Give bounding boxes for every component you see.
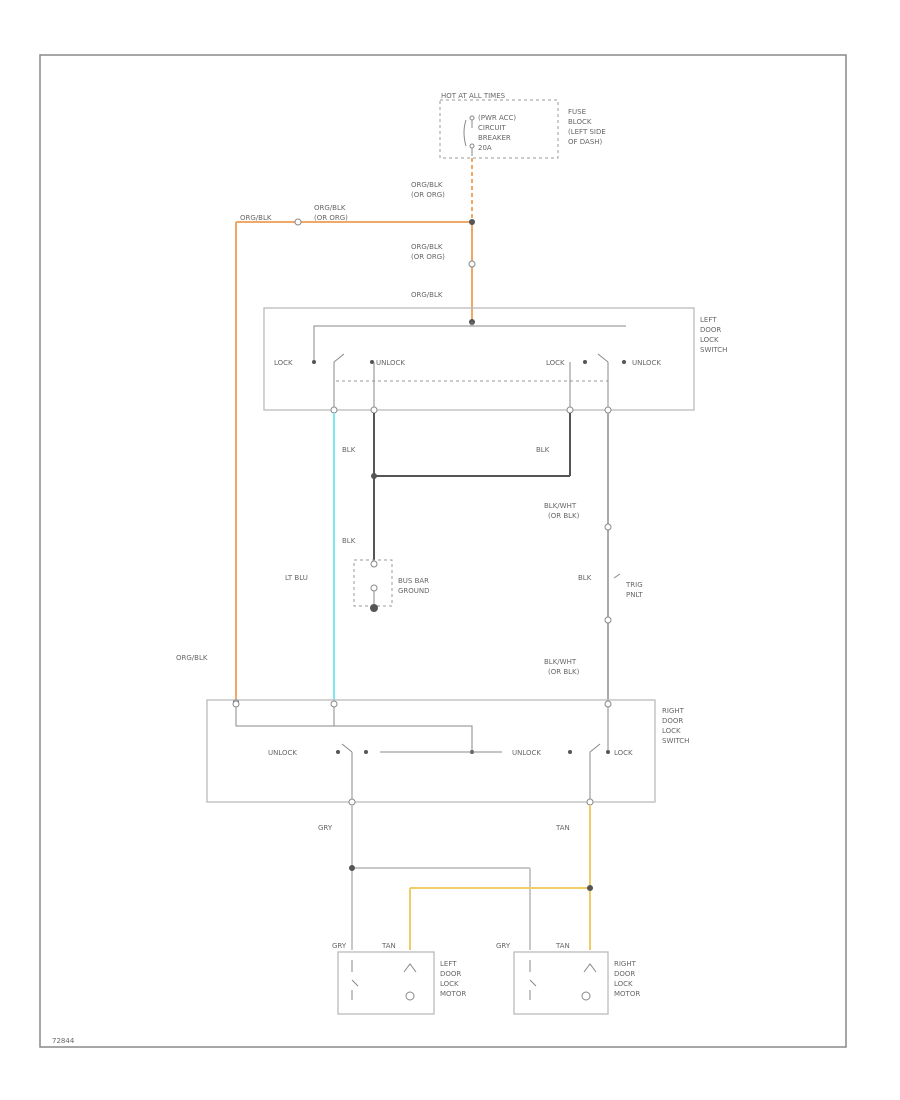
- fuse-location-1: FUSE: [568, 108, 586, 116]
- motor-right-tan: TAN: [555, 942, 570, 950]
- breaker-line-4: 20A: [478, 144, 492, 152]
- wire-label-ororg-1: (OR ORG): [411, 191, 445, 199]
- wire-label-orgblk-2: ORG/BLK: [314, 204, 346, 212]
- right-door-lock-switch: [206, 699, 656, 803]
- wire-label-blkwht-2: BLK/WHT: [544, 658, 577, 666]
- left-motor-label-3: LOCK: [440, 980, 459, 988]
- left-motor-label-4: MOTOR: [440, 990, 466, 998]
- right-switch-lock-label: LOCK: [614, 749, 633, 757]
- right-motor-label-2: DOOR: [614, 970, 635, 978]
- right-switch-label-1: RIGHT: [662, 707, 685, 715]
- right-switch-unlock-label-2: UNLOCK: [512, 749, 541, 757]
- black-ground-wires: [353, 413, 571, 612]
- left-switch-unlock-label-2: UNLOCK: [632, 359, 661, 367]
- left-switch-lock-label-2: LOCK: [546, 359, 565, 367]
- wire-label-orblk-1: (OR BLK): [548, 512, 580, 520]
- wire-label-gry: GRY: [318, 824, 333, 832]
- left-switch-unlock-label: UNLOCK: [376, 359, 405, 367]
- wire-label-blk-3: BLK: [342, 537, 356, 545]
- ground-label-1: BUS BAR: [398, 577, 429, 585]
- fuse-location-3: (LEFT SIDE: [568, 128, 606, 136]
- diagram-id: 72844: [52, 1037, 75, 1045]
- left-switch-label-4: SWITCH: [700, 346, 727, 354]
- right-door-lock-motor: [513, 951, 609, 1015]
- left-switch-label-3: LOCK: [700, 336, 719, 344]
- motor-right-gry: GRY: [496, 942, 511, 950]
- left-motor-label-2: DOOR: [440, 970, 461, 978]
- wire-label-ltblu: LT BLU: [285, 574, 308, 582]
- wire-label-orblk-2: (OR BLK): [548, 668, 580, 676]
- tailgate-label-1: TRIG: [625, 581, 643, 589]
- breaker-line-1: (PWR ACC): [478, 114, 516, 122]
- wire-label-orgblk-6: ORG/BLK: [176, 654, 208, 662]
- wire-label-blk-4: BLK: [578, 574, 592, 582]
- motor-left-tan: TAN: [381, 942, 396, 950]
- diagram-frame: [39, 54, 847, 1048]
- right-motor-label-4: MOTOR: [614, 990, 640, 998]
- tailgate-label-2: PNLT: [626, 591, 643, 599]
- right-switch-label-4: SWITCH: [662, 737, 689, 745]
- wire-label-blkwht-1: BLK/WHT: [544, 502, 577, 510]
- motor-left-gry: GRY: [332, 942, 347, 950]
- left-switch-label-2: DOOR: [700, 326, 721, 334]
- left-door-lock-switch: [263, 307, 695, 411]
- fuse-location-2: BLOCK: [568, 118, 592, 126]
- right-switch-label-3: LOCK: [662, 727, 681, 735]
- left-switch-label-1: LEFT: [700, 316, 717, 324]
- breaker-line-3: BREAKER: [478, 134, 511, 142]
- wire-label-orgblk-5: ORG/BLK: [411, 291, 443, 299]
- breaker-line-2: CIRCUIT: [478, 124, 507, 132]
- left-switch-lock-label: LOCK: [274, 359, 293, 367]
- orange-feed-wires: [233, 158, 476, 705]
- wire-label-ororg-2: (OR ORG): [314, 214, 348, 222]
- blk-wht-wire: [604, 413, 621, 702]
- wire-label-ororg-4: (OR ORG): [411, 253, 445, 261]
- fuse-location-4: OF DASH): [568, 138, 603, 146]
- wire-label-tan: TAN: [555, 824, 570, 832]
- wire-label-orgblk-1: ORG/BLK: [411, 181, 443, 189]
- left-door-lock-motor: [337, 951, 435, 1015]
- wire-label-blk-1: BLK: [342, 446, 356, 454]
- wire-label-blk-2: BLK: [536, 446, 550, 454]
- left-motor-label-1: LEFT: [440, 960, 457, 968]
- wire-label-orgblk-3: ORG/BLK: [240, 214, 272, 222]
- motor-wires: [349, 805, 593, 950]
- hot-at-all-times-label: HOT AT ALL TIMES: [441, 92, 506, 100]
- wire-label-orgblk-4: ORG/BLK: [411, 243, 443, 251]
- ground-label-2: GROUND: [398, 587, 430, 595]
- right-switch-unlock-label: UNLOCK: [268, 749, 297, 757]
- right-motor-label-3: LOCK: [614, 980, 633, 988]
- right-switch-label-2: DOOR: [662, 717, 683, 725]
- fuse-block: HOT AT ALL TIMES (PWR ACC) CIRCUIT BREAK…: [439, 92, 606, 159]
- right-motor-label-1: RIGHT: [614, 960, 637, 968]
